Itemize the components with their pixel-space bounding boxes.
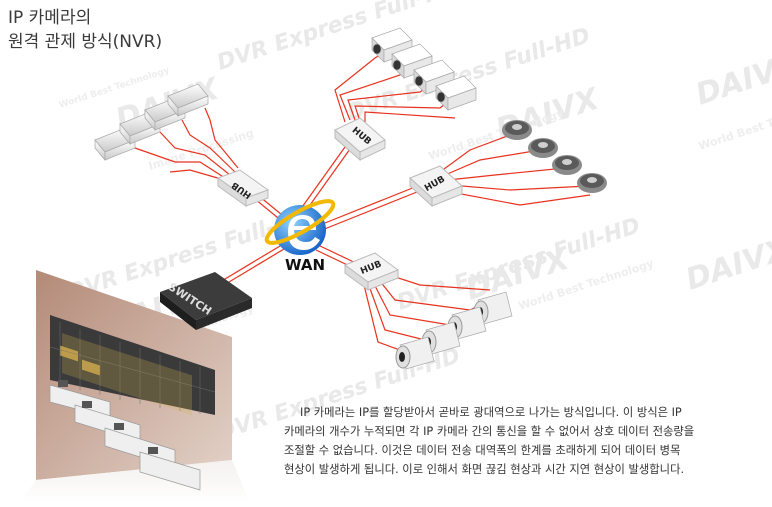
dome-camera bbox=[577, 173, 607, 193]
description-line: IP 카메라는 IP를 할당받아서 곧바로 광대역으로 나가는 방식입니다. 이… bbox=[300, 406, 682, 419]
title-line: IP 카메라의 bbox=[8, 8, 92, 28]
network-switch: SWITCH bbox=[160, 272, 252, 330]
description-line: 현상이 발생하게 됩니다. 이로 인해서 화면 끊김 현상과 시간 지연 현상이… bbox=[284, 463, 685, 476]
bullet-camera-group bbox=[395, 291, 513, 370]
box-camera-group bbox=[371, 27, 477, 111]
box-camera bbox=[435, 75, 477, 111]
dome-camera bbox=[528, 138, 558, 158]
hub-device: HUB bbox=[409, 165, 463, 208]
box-camera bbox=[391, 43, 433, 79]
hub-device: HUB bbox=[216, 169, 270, 207]
internet-icon: WAN bbox=[264, 199, 336, 274]
watermark-slogan: Image Processing bbox=[147, 127, 255, 173]
description-line: 카메라의 개수가 누적되면 각 IP 카메라 간의 통신을 할 수 없어서 상호… bbox=[284, 425, 695, 438]
box-camera bbox=[167, 83, 209, 117]
box-camera bbox=[413, 59, 455, 95]
cable-lines bbox=[134, 51, 591, 353]
wan-label: WAN bbox=[285, 256, 325, 274]
dome-camera-group bbox=[502, 120, 607, 193]
hub-device: HUB bbox=[334, 117, 386, 162]
dome-camera bbox=[552, 155, 582, 175]
hub-device: HUB bbox=[343, 252, 400, 291]
title-line: 원격 관제 방식(NVR) bbox=[8, 32, 163, 52]
watermark-brand: DAIVX bbox=[692, 46, 772, 113]
dome-camera bbox=[502, 120, 532, 140]
description-paragraph: IP 카메라는 IP를 할당받아서 곧바로 광대역으로 나가는 방식입니다. 이… bbox=[284, 403, 766, 479]
control-room-illustration bbox=[20, 270, 250, 503]
description-line: 조절할 수 없습니다. 이것은 데이터 전송 대역폭의 한계를 초래하게 되어 … bbox=[284, 444, 681, 457]
watermark-brand: DAIVX bbox=[682, 231, 772, 298]
box-camera-group bbox=[94, 83, 209, 161]
bullet-camera bbox=[395, 336, 435, 370]
page-title: IP 카메라의 원격 관제 방식(NVR) bbox=[8, 6, 162, 54]
